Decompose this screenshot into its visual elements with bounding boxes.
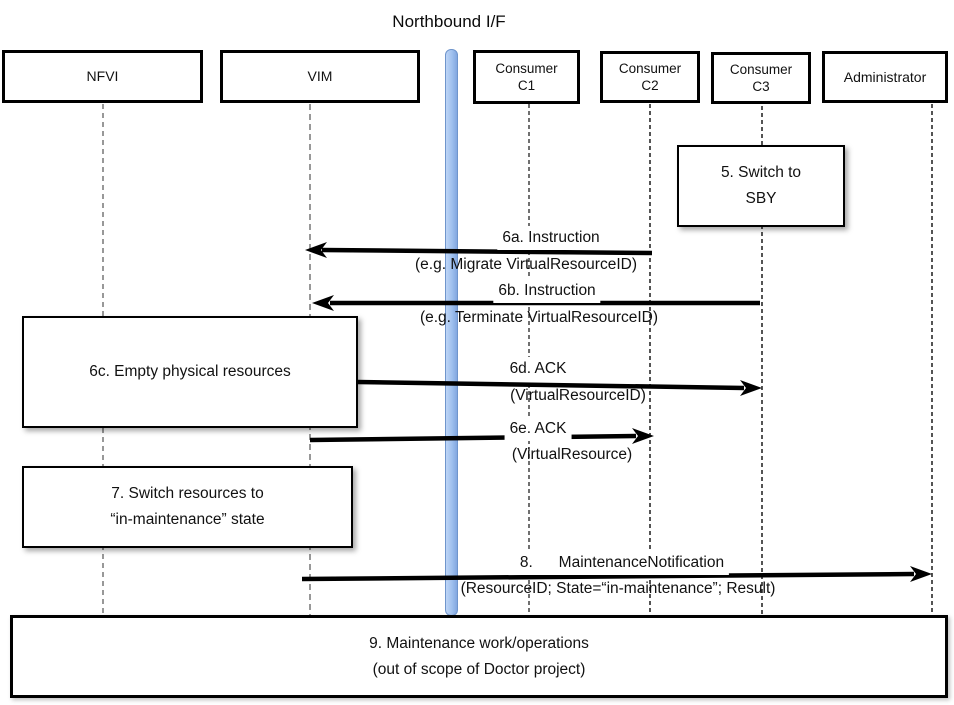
message-6b-label: 6b. Instruction (493, 279, 601, 303)
message-6e-label: 6e. ACK (504, 417, 572, 441)
note-switch-to-sby: 5. Switch to SBY (677, 145, 845, 227)
actor-label-2: C1 (517, 78, 536, 93)
arrow-6a-head-left (305, 242, 327, 258)
arrow-8-head-right (910, 566, 932, 582)
actor-box-nfvi: NFVI (2, 50, 203, 103)
note-line-2: “in-maintenance” state (110, 511, 265, 528)
actor-label: Consumer (618, 61, 682, 76)
message-6b-detail: (e.g. Terminate VirtualResourceID) (419, 309, 659, 326)
message-6e-detail: (VirtualResource) (511, 446, 633, 463)
arrow-6e-head-right (632, 428, 654, 444)
note-line-2: (out of scope of Doctor project) (372, 660, 586, 678)
actor-label: VIM (307, 68, 333, 84)
note-line: 6c. Empty physical resources (89, 363, 291, 380)
arrow-6b-head-left (312, 295, 334, 311)
arrow-6d-line (357, 379, 745, 391)
actor-box-administrator: Administrator (822, 51, 948, 103)
actor-label: Consumer (495, 61, 558, 76)
note-switch-resources-in-maintenance: 7. Switch resources to “in-maintenance” … (22, 466, 353, 548)
diagram-title: Northbound I/F (392, 12, 506, 31)
arrow-6a-line (321, 247, 653, 256)
note-line: 9. Maintenance work/operations (369, 634, 589, 652)
actor-box-vim: VIM (220, 50, 420, 103)
actor-box-consumer-c1: Consumer C1 (473, 50, 580, 104)
actor-label: Administrator (843, 68, 927, 85)
arrow-8-line (301, 571, 915, 582)
arrow-6d-head-right (740, 380, 762, 396)
actor-label: NFVI (86, 68, 119, 84)
actor-box-consumer-c3: Consumer C3 (711, 52, 811, 104)
actor-label: Consumer (729, 62, 793, 77)
arrow-6e-line (309, 433, 637, 443)
message-6a-detail: (e.g. Migrate VirtualResourceID) (415, 256, 637, 273)
message-6d-label: 6d. ACK (504, 357, 572, 381)
note-line: 7. Switch resources to (111, 485, 264, 502)
actor-box-consumer-c2: Consumer C2 (600, 51, 700, 103)
note-empty-physical-resources: 6c. Empty physical resources (22, 316, 358, 428)
note-maintenance-work: 9. Maintenance work/operations (out of s… (10, 615, 948, 698)
message-6d-detail: (VirtualResourceID) (510, 387, 646, 404)
actor-label-2: C2 (641, 78, 659, 93)
actor-label-2: C3 (752, 79, 770, 94)
message-8-label: 8. MaintenanceNotification (514, 551, 730, 575)
note-line-2: SBY (745, 190, 777, 207)
note-line: 5. Switch to (720, 164, 802, 181)
message-8-detail: (ResourceID; State=“in-maintenance”; Res… (460, 580, 776, 597)
message-6a-label: 6a. Instruction (497, 226, 605, 250)
